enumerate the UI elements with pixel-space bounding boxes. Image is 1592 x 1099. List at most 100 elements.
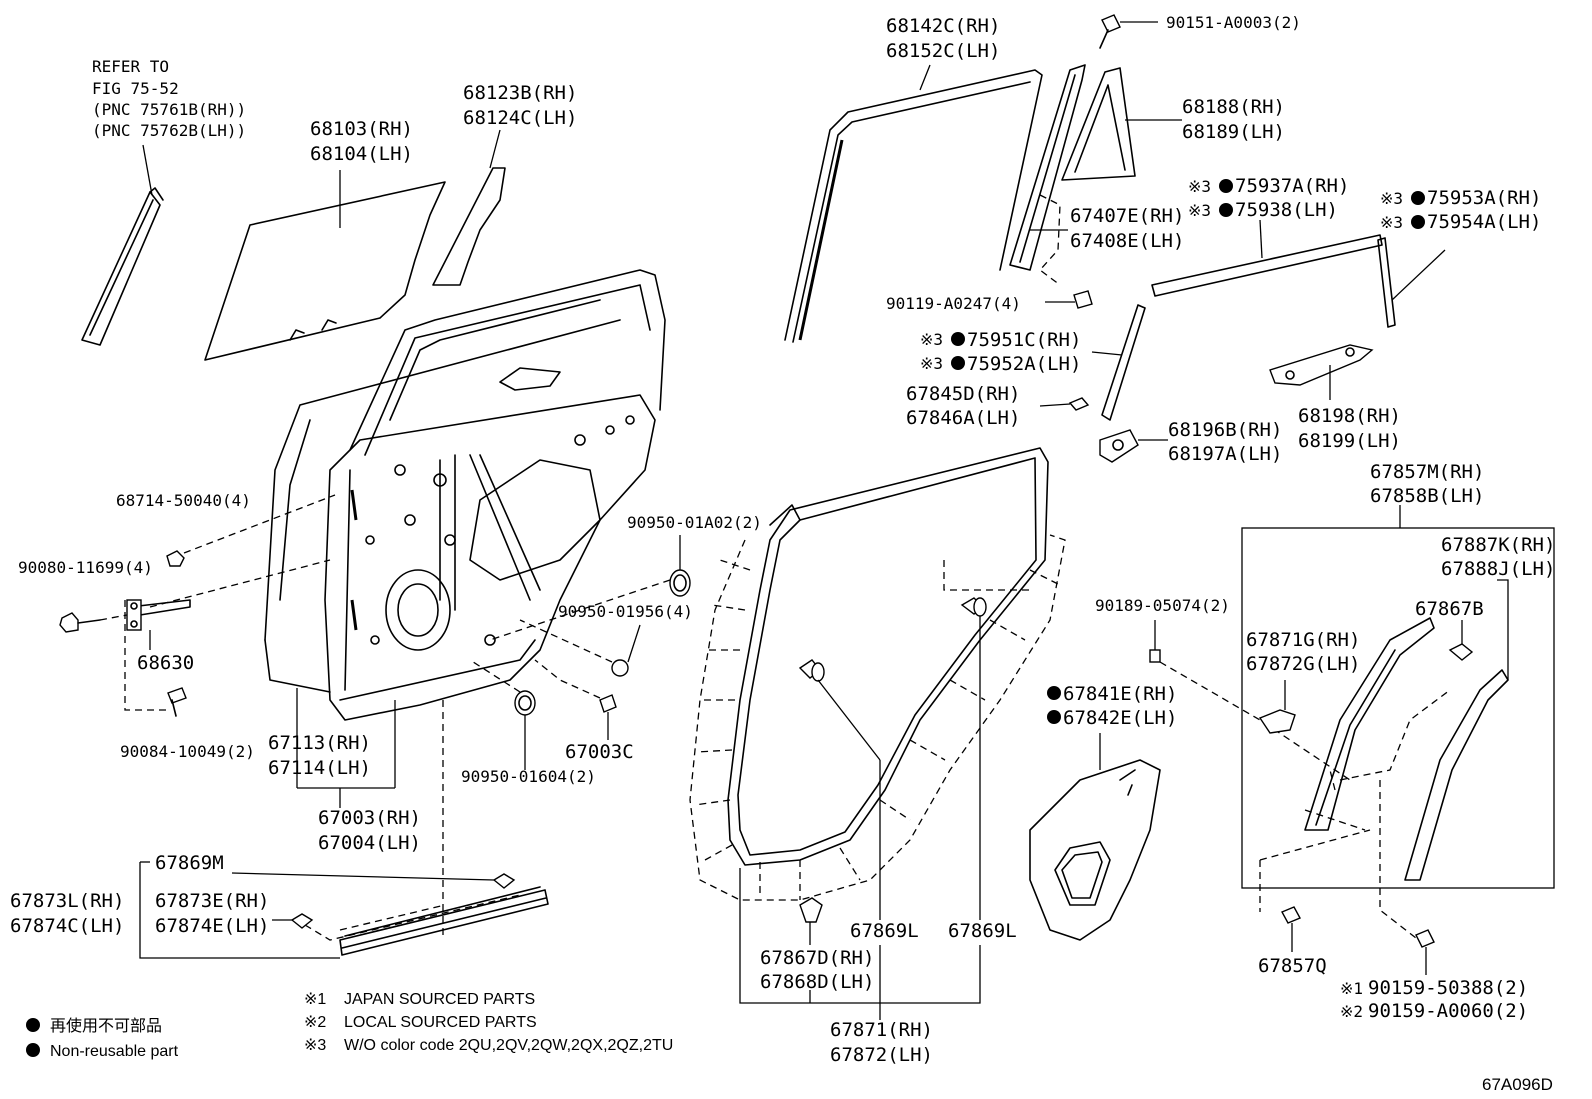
figure-id: 67A096D [1482,1075,1553,1094]
label-68198: 68198(RH) [1298,405,1401,427]
non-reusable-dot [951,356,965,370]
hole-plug-01604 [514,690,536,716]
mark-75952a: ※3 [920,354,943,373]
note-2-text: LOCAL SOURCED PARTS [344,1014,537,1031]
label-75954a: 75954A(LH) [1427,211,1541,233]
label-68124c: 68124C(LH) [463,107,577,129]
label-67842e: 67842E(LH) [1063,707,1177,729]
label-67871g: 67871G(RH) [1246,629,1360,651]
label-90084: 90084-10049(2) [120,742,255,761]
label-68152c: 68152C(LH) [886,40,1000,62]
refer-line-2: FIG 75-52 [92,79,179,98]
wheel-arch-moulding-2 [1404,669,1509,881]
label-67845d: 67845D(RH) [906,383,1020,405]
label-75951c: 75951C(RH) [967,329,1081,351]
belt-moulding-corner [1377,237,1396,328]
label-90119: 90119-A0247(4) [886,294,1021,313]
label-68630: 68630 [137,652,194,674]
wheel-arch-moulding [1304,617,1435,831]
label-67004: 67004(LH) [318,832,421,854]
door-weatherstrip [727,447,1049,866]
belt-moulding-upper [1151,234,1383,297]
clip-67873e [290,913,314,929]
pillar-moulding [1101,304,1146,421]
mark-75951c: ※3 [920,330,943,349]
label-67858b: 67858B(LH) [1370,485,1484,507]
non-reusable-dot [1219,203,1233,217]
label-67846a: 67846A(LH) [906,407,1020,429]
label-67888j: 67888J(LH) [1441,558,1555,580]
label-67003: 67003(RH) [318,807,421,829]
refer-note: REFER TO FIG 75-52 (PNC 75761B(RH)) (PNC… [92,57,246,140]
non-reusable-dot [26,1043,40,1057]
bracket-68198 [1269,344,1374,386]
mark-75938: ※3 [1188,201,1211,220]
label-67408e: 67408E(LH) [1070,230,1184,252]
mark-75953a: ※3 [1380,189,1403,208]
non-reusable-dot [951,332,965,346]
b-pillar-garnish [81,187,164,346]
label-75953a: 75953A(RH) [1427,187,1541,209]
refer-line-4: (PNC 75762B(LH)) [92,121,246,140]
non-reusable-dot [26,1018,40,1032]
label-67841e: 67841E(RH) [1063,683,1177,705]
clip-67867d [799,897,823,923]
label-90151: 90151-A0003(2) [1166,13,1301,32]
label-90950-01956: 90950-01956(4) [558,602,693,621]
label-90159-50388: 90159-50388(2) [1368,977,1528,999]
label-67857m: 67857M(RH) [1370,461,1484,483]
rocker-moulding [339,886,549,956]
screw-90151 [1099,14,1121,49]
label-90950-01604: 90950-01604(2) [461,767,596,786]
label-67872g: 67872G(LH) [1246,653,1360,675]
label-67857q: 67857Q [1258,955,1327,977]
label-67871: 67871(RH) [830,1019,933,1041]
door-frame-moulding [784,69,1043,343]
label-68123b: 68123B(RH) [463,82,577,104]
label-67869l-a: 67869L [850,920,919,942]
label-68142c: 68142C(RH) [886,15,1000,37]
label-67873e: 67873E(RH) [155,890,269,912]
screw-67857q [1281,906,1301,924]
label-67874c: 67874C(LH) [10,915,124,937]
non-reusable-dot [1411,215,1425,229]
label-67869l-b: 67869L [948,920,1017,942]
label-67114: 67114(LH) [268,757,371,779]
note-1-mark: ※1 [304,991,326,1008]
label-90159-a0060: 90159-A0060(2) [1368,1000,1528,1022]
legend-jp: 再使用不可部品 [50,1017,162,1035]
label-90950-01a02: 90950-01A02(2) [627,513,762,532]
label-90080: 90080-11699(4) [18,558,153,577]
label-75952a: 75952A(LH) [967,353,1081,375]
non-reusable-dot [1047,686,1061,700]
door-glass [204,181,446,361]
glass-run [1009,64,1086,271]
door-check [126,599,191,631]
bracket-68196b [1099,429,1139,463]
label-68196b: 68196B(RH) [1168,419,1282,441]
label-68714: 68714-50040(4) [116,491,251,510]
label-67867d: 67867D(RH) [760,947,874,969]
note-3-mark: ※3 [304,1037,326,1054]
label-75938: 75938(LH) [1235,199,1338,221]
label-68197a: 68197A(LH) [1168,443,1282,465]
mark-75954a: ※3 [1380,213,1403,232]
non-reusable-dot [1219,179,1233,193]
non-reusable-dot [1411,191,1425,205]
label-75937a: 75937A(RH) [1235,175,1349,197]
bolt-90119 [1073,290,1093,309]
clip-67871g [1258,709,1296,734]
label-67113: 67113(RH) [268,732,371,754]
door-panel [264,269,666,721]
screw-90159 [1415,929,1435,948]
service-hole-cover [1029,759,1161,941]
label-68103: 68103(RH) [310,118,413,140]
mark-90159-a0060: ※2 [1340,1002,1363,1021]
refer-line-3: (PNC 75761B(RH)) [92,100,246,119]
clip-67869l-1 [798,659,825,682]
label-68189: 68189(LH) [1182,121,1285,143]
label-67868d: 67868D(LH) [760,971,874,993]
clip-67867b [1448,643,1474,661]
label-67874e: 67874E(LH) [155,915,269,937]
